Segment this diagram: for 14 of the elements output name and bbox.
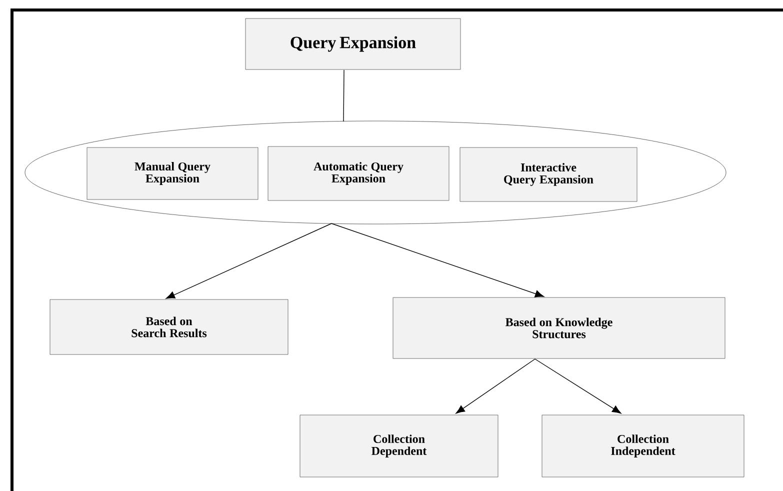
arrow xyxy=(331,223,544,298)
concept-box: Collection Independent xyxy=(542,414,744,478)
arrow xyxy=(534,358,622,414)
arrow xyxy=(456,358,536,414)
concept-box: Interactive Query Expansion xyxy=(460,147,638,202)
arrow xyxy=(166,223,332,299)
group-ellipse xyxy=(24,120,726,224)
concept-box: Based on Knowledge Structures xyxy=(392,297,726,359)
concept-box: Query Expansion xyxy=(245,18,461,70)
concept-box: Based on Search Results xyxy=(50,299,288,355)
concept-box: Automatic Query Expansion xyxy=(268,146,450,201)
connector-line xyxy=(343,70,344,122)
concept-box: Manual Query Expansion xyxy=(86,147,258,200)
concept-box: Collection Dependent xyxy=(300,414,498,478)
